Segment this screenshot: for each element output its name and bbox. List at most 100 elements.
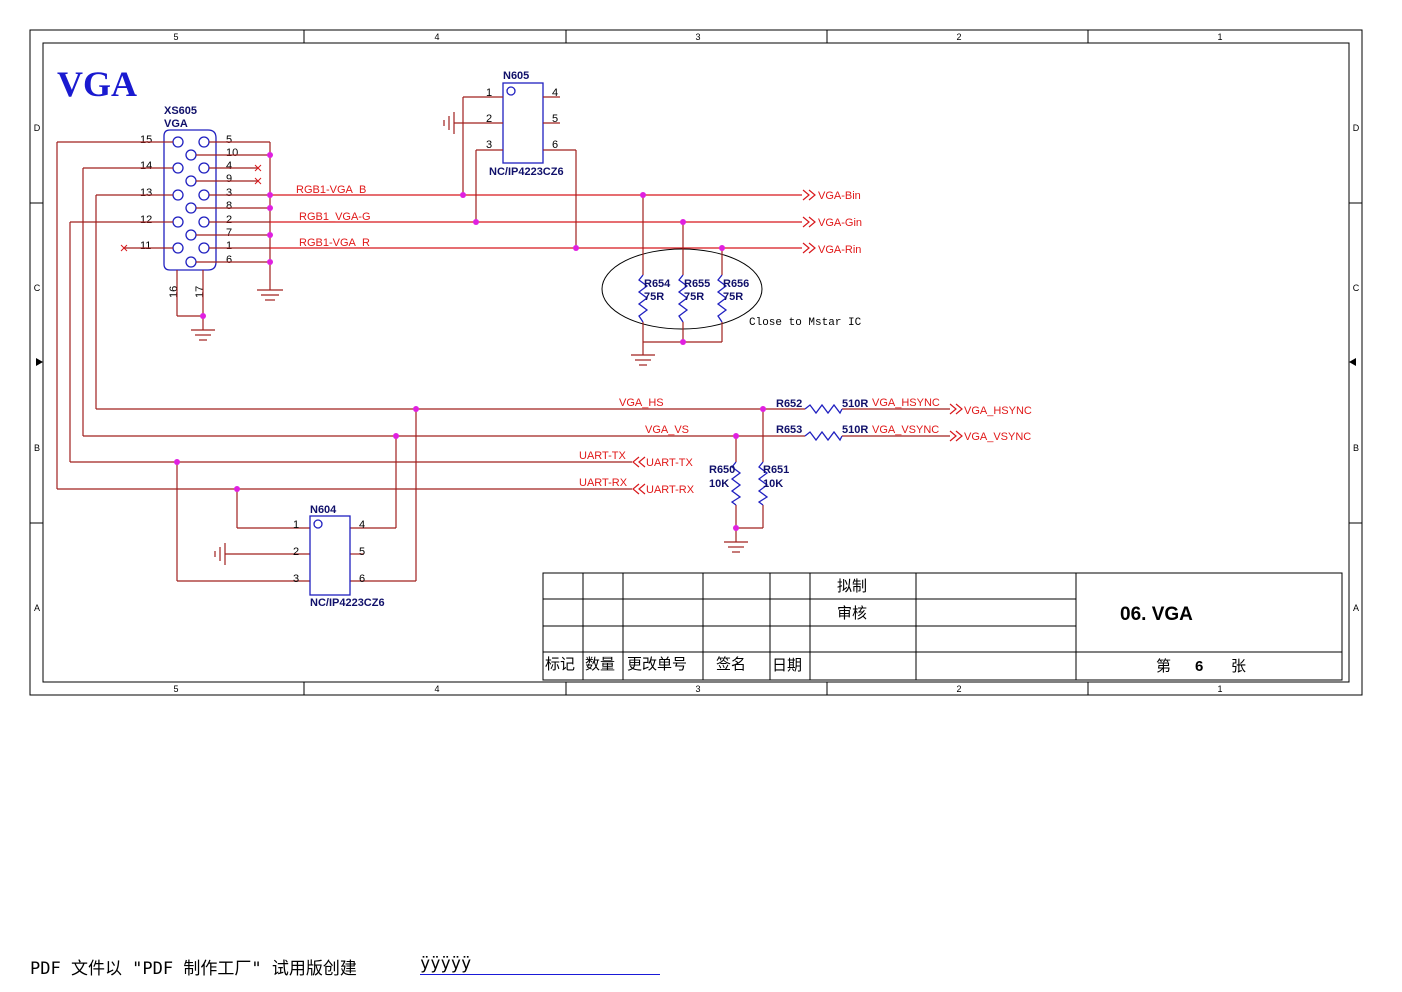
outer-frame <box>29 29 1363 696</box>
ground-symbol <box>191 329 215 341</box>
zone-dividers <box>30 30 1362 695</box>
frame-arrow-left <box>36 358 43 366</box>
net-label-uart-rx: UART-RX <box>579 477 628 489</box>
zone-col-top: 4 <box>434 32 439 42</box>
resistor-ref: R652 <box>776 398 802 410</box>
tb-col-qty: 数量 <box>585 655 615 673</box>
rgb-nets <box>270 194 802 249</box>
pdf-footer-link[interactable]: ÿÿÿÿÿ <box>420 954 660 975</box>
zone-col-bottom: 3 <box>695 684 700 694</box>
port-arrows-rgb <box>802 189 816 254</box>
zone-col-bottom: 2 <box>956 684 961 694</box>
port-vga-bin: VGA-Bin <box>818 190 861 202</box>
n604-pin: 3 <box>293 573 299 585</box>
pdf-footer-text: PDF 文件以 "PDF 制作工厂" 试用版创建 <box>30 959 357 979</box>
resistor-ref: R655 <box>684 278 710 290</box>
n604-pin: 4 <box>359 519 365 531</box>
tb-sheet-prefix: 第 <box>1156 657 1171 675</box>
close-to-ic-ellipse <box>601 248 763 330</box>
n604-ref: N604 <box>310 504 337 516</box>
resistor-value: 75R <box>644 291 664 303</box>
connector-pin-label: 12 <box>140 214 152 226</box>
connector-name: VGA <box>164 118 188 130</box>
placement-note: Close to Mstar IC <box>749 317 862 329</box>
connector-pin-label: 5 <box>226 134 232 146</box>
port-arrows-sync <box>632 403 963 495</box>
zone-col-top: 3 <box>695 32 700 42</box>
port-vga-vsync: VGA_VSYNC <box>964 431 1031 443</box>
vga-connector-pins <box>172 136 210 268</box>
resistor-ref: R654 <box>644 278 671 290</box>
port-uart-tx: UART-TX <box>646 457 694 469</box>
connector-pin-label: 9 <box>226 173 232 185</box>
connector-pin-label: 8 <box>226 200 232 212</box>
connector-ref: XS605 <box>164 105 197 117</box>
zone-row-right: A <box>1353 603 1359 613</box>
resistor-value: 75R <box>723 291 743 303</box>
n605-pin: 3 <box>486 139 492 151</box>
connector-pin-label: 11 <box>140 240 151 252</box>
inner-frame <box>42 42 1350 683</box>
tb-drafted: 拟制 <box>837 577 867 595</box>
tb-col-change: 更改单号 <box>627 655 687 673</box>
n604-pin: 2 <box>293 546 299 558</box>
resistor-ref: R650 <box>709 464 735 476</box>
resistor-ref: R651 <box>763 464 789 476</box>
connector-pin-label: 1 <box>226 240 232 252</box>
connector-pin-label: 17 <box>194 286 206 298</box>
zone-col-bottom: 5 <box>173 684 178 694</box>
net-label-rgb-b: RGB1-VGA_B <box>296 184 366 196</box>
ground-symbol <box>257 289 283 301</box>
net-label-hsync: VGA_HSYNC <box>872 397 940 409</box>
n605-pin: 1 <box>486 87 492 99</box>
connector-pin-label: 15 <box>140 134 152 146</box>
n605-ref: N605 <box>503 70 529 82</box>
n604-pin: 6 <box>359 573 365 585</box>
connector-pin-label: 2 <box>226 214 232 226</box>
zone-row-left: D <box>34 123 41 133</box>
connector-pin-label: 10 <box>226 147 238 159</box>
zone-col-top: 5 <box>173 32 178 42</box>
net-label-vga-hs: VGA_HS <box>619 397 664 409</box>
net-label-vga-vs: VGA_VS <box>645 424 689 436</box>
tb-reviewed: 审核 <box>837 604 867 622</box>
zone-col-top: 2 <box>956 32 961 42</box>
tb-col-mark: 标记 <box>545 655 575 673</box>
port-vga-hsync: VGA_HSYNC <box>964 405 1032 417</box>
zone-row-right: B <box>1353 443 1359 453</box>
series-resistor-zigzags <box>730 403 843 506</box>
n605-pin: 5 <box>552 113 558 125</box>
n605-wires <box>443 96 577 248</box>
n605-pin: 6 <box>552 139 558 151</box>
zone-col-bottom: 1 <box>1217 684 1222 694</box>
resistor-value: 10K <box>763 478 783 490</box>
zone-row-right: C <box>1353 283 1360 293</box>
zone-row-left: B <box>34 443 40 453</box>
net-label-vsync: VGA_VSYNC <box>872 424 939 436</box>
n604-body <box>309 515 351 596</box>
n605-pin: 4 <box>552 87 558 99</box>
resistor-value: 510R <box>842 424 868 436</box>
sync-uart-wires <box>57 408 950 582</box>
port-vga-rin: VGA-Rin <box>818 244 861 256</box>
n604-pin: 5 <box>359 546 365 558</box>
vga-connector-body <box>163 129 217 271</box>
schematic-title: VGA <box>57 64 137 104</box>
connector-pin-label: 4 <box>226 160 232 172</box>
junction-dots <box>174 152 766 531</box>
net-label-uart-tx: UART-TX <box>579 450 627 462</box>
connector-pin-label: 3 <box>226 187 232 199</box>
connector-pin-label: 7 <box>226 227 232 239</box>
resistor-value: 10K <box>709 478 729 490</box>
resistor-ref: R656 <box>723 278 749 290</box>
port-uart-rx: UART-RX <box>646 484 695 496</box>
tb-col-date: 日期 <box>772 656 802 674</box>
resistor-zigzags <box>637 274 728 323</box>
tb-sheet-title: 06. VGA <box>1120 604 1193 625</box>
n605-pin1-marker <box>506 86 516 96</box>
connector-wires <box>56 141 271 489</box>
no-connect-marks <box>120 164 262 252</box>
tb-col-sign: 签名 <box>716 655 746 673</box>
connector-pin-label: 14 <box>140 160 152 172</box>
